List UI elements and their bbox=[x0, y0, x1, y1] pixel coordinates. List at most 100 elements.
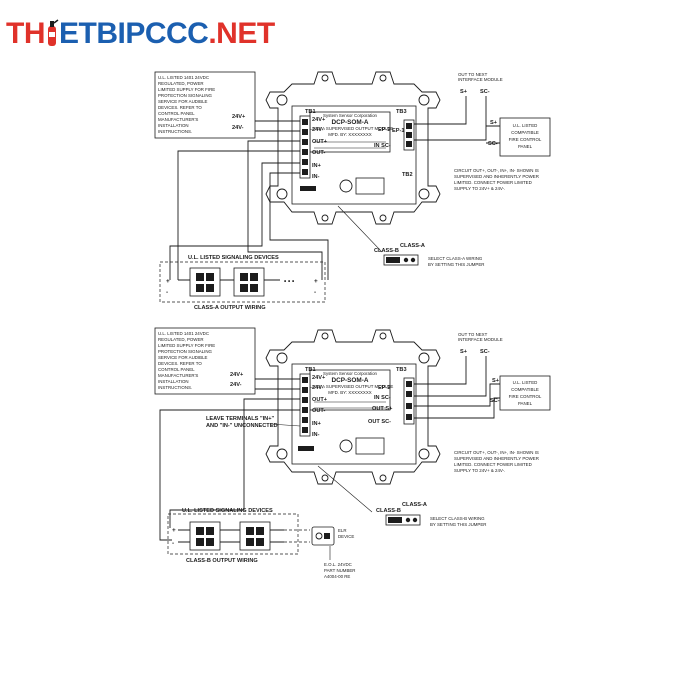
svg-text:LIMITED. CONNECT POWER LIMITED: LIMITED. CONNECT POWER LIMITED bbox=[454, 180, 532, 185]
top-module-title-line: MFD. BY: XXXXXXXX bbox=[328, 132, 372, 137]
bottom-mount-hole-5 bbox=[321, 332, 329, 340]
bottom-term-24v-minus: 24V- bbox=[312, 385, 324, 391]
bottom-jumper-block bbox=[385, 514, 421, 526]
top-circuit-note: CIRCUIT OUT+, OUT-, IN+, IN- SHOWN IS SU… bbox=[454, 168, 539, 191]
svg-text:FIRE CONTROL: FIRE CONTROL bbox=[509, 137, 542, 142]
bottom-left-terminal-strip bbox=[299, 373, 311, 437]
bottom-interface-wires bbox=[414, 356, 487, 397]
bottom-jumper-leader bbox=[317, 465, 373, 513]
bottom-mount-hole-4 bbox=[418, 448, 430, 460]
bottom-term-in-sc: IN SC- bbox=[374, 395, 391, 401]
bottom-fire-panel-box bbox=[499, 375, 551, 411]
top-mount-hole-6 bbox=[379, 74, 387, 82]
top-interface-wires bbox=[414, 96, 487, 141]
top-panel-sc-minus: SC- bbox=[488, 141, 498, 147]
top-mount-hole-8 bbox=[379, 214, 387, 222]
top-left-terminal-strip bbox=[299, 115, 311, 179]
bottom-s-plus-label: S+ bbox=[460, 349, 468, 355]
svg-text:PROTECTION SIGNALING: PROTECTION SIGNALING bbox=[158, 93, 212, 98]
top-jumper-leader bbox=[337, 205, 383, 253]
svg-text:CIRCUIT OUT+, OUT-, IN+, IN- S: CIRCUIT OUT+, OUT-, IN+, IN- SHOWN IS bbox=[454, 168, 539, 173]
logo-text-main: ETBIPCCC bbox=[59, 17, 209, 50]
top-signaling-device-2 bbox=[233, 267, 265, 297]
top-plus-sign-2: + bbox=[314, 278, 318, 285]
bottom-eol-box-label: ELR bbox=[338, 528, 347, 533]
bottom-jumper-note: SELECT CLASS-B WIRING bbox=[430, 516, 485, 521]
bottom-module-label-area bbox=[309, 369, 391, 411]
top-plus-sign: + bbox=[166, 278, 170, 285]
bottom-minus-sign: - bbox=[172, 540, 174, 547]
bottom-term-out-s-plus: OUT S+ bbox=[372, 406, 393, 412]
svg-text:MANUFACTURER'S: MANUFACTURER'S bbox=[158, 373, 198, 378]
bottom-device-links bbox=[178, 529, 284, 543]
logo-text-tld: .NET bbox=[208, 17, 275, 50]
svg-text:LIMITED SUPPLY FOR FIRE: LIMITED SUPPLY FOR FIRE bbox=[158, 343, 215, 348]
top-mount-hole-3 bbox=[276, 188, 288, 200]
bottom-panel-s-plus: S+ bbox=[492, 378, 500, 384]
bottom-sc-minus-label: SC- bbox=[480, 349, 490, 355]
top-mount-hole-7 bbox=[321, 214, 329, 222]
svg-text:LIMITED SUPPLY FOR FIRE: LIMITED SUPPLY FOR FIRE bbox=[158, 87, 215, 92]
bottom-term-out-plus: OUT+ bbox=[312, 397, 328, 403]
bottom-leave-arrow bbox=[269, 423, 301, 427]
top-24v-plus-label: 24V+ bbox=[232, 114, 246, 120]
svg-text:U.L. LISTED 1401 24VDC: U.L. LISTED 1401 24VDC bbox=[158, 331, 209, 336]
svg-text:SUPPLY TO 24V+ & 24V-.: SUPPLY TO 24V+ & 24V-. bbox=[454, 186, 505, 191]
top-wire-in-plus bbox=[169, 162, 300, 280]
svg-text:SUPPLY TO 24V+ & 24V-.: SUPPLY TO 24V+ & 24V-. bbox=[454, 468, 505, 473]
svg-text:PANEL: PANEL bbox=[518, 144, 533, 149]
bottom-interface-label: OUT TO NEXT bbox=[458, 332, 488, 337]
top-minus-sign: - bbox=[166, 289, 168, 296]
top-panel-wires bbox=[486, 125, 500, 144]
svg-text:CONTROL PANEL: CONTROL PANEL bbox=[158, 367, 195, 372]
bottom-signaling-device-2 bbox=[239, 521, 271, 551]
top-term-24v-plus: 24V+ bbox=[312, 117, 326, 123]
bottom-module-title-line: MFD. BY: XXXXXXXX bbox=[328, 390, 372, 395]
bottom-ul-label bbox=[355, 437, 385, 455]
svg-text:REGULATED, POWER: REGULATED, POWER bbox=[158, 81, 204, 86]
svg-text:DEVICES. REFER TO: DEVICES. REFER TO bbox=[158, 361, 202, 366]
svg-text:U.L. LISTED: U.L. LISTED bbox=[513, 123, 538, 128]
top-right-screws bbox=[406, 123, 412, 147]
top-class-a-label: CLASS-A bbox=[400, 243, 425, 249]
svg-text:REGULATED, POWER: REGULATED, POWER bbox=[158, 337, 204, 342]
site-logo: TH ETBIPCCC.NET bbox=[6, 14, 275, 54]
bottom-fire-panel-label: U.L. LISTED COMPATIBLE FIRE CONTROL PANE… bbox=[509, 380, 542, 406]
top-class-b-label: CLASS-B bbox=[374, 248, 399, 254]
svg-text:MANUFACTURER'S: MANUFACTURER'S bbox=[158, 117, 198, 122]
svg-text:U.L. LISTED: U.L. LISTED bbox=[513, 380, 538, 385]
top-wire-out-plus bbox=[247, 140, 323, 280]
top-mounting-plate bbox=[265, 71, 441, 225]
top-ul-mark-icon bbox=[339, 179, 353, 193]
top-diagram: System Sensor Corporation DCP-SOM-A CLAS… bbox=[154, 71, 551, 311]
top-devices-box bbox=[159, 261, 326, 303]
top-devices-label: U.L. LISTED SIGNALING DEVICES bbox=[188, 255, 279, 261]
bottom-term-in-minus: IN- bbox=[312, 432, 320, 438]
bottom-left-screws bbox=[302, 377, 308, 433]
bottom-devices-box bbox=[167, 513, 299, 555]
bottom-mount-hole-1 bbox=[276, 352, 288, 364]
bottom-diagram: System Sensor Corporation DCP-SOM-A CLAS… bbox=[154, 327, 551, 579]
bottom-interface-label: INTERFACE MODULE bbox=[458, 337, 503, 342]
logo-text-th: TH bbox=[6, 17, 46, 50]
top-module-title-line: System Sensor Corporation bbox=[323, 113, 377, 118]
top-tb3-label: TB3 bbox=[396, 109, 407, 115]
top-term-in-sc: IN SC- bbox=[374, 143, 391, 149]
top-term-ep1: EP-1 bbox=[392, 128, 404, 134]
top-signaling-device-1 bbox=[189, 267, 221, 297]
bottom-tb3-label: TB3 bbox=[396, 367, 407, 373]
top-term-out-minus: OUT- bbox=[312, 150, 325, 156]
svg-text:SERVICE FOR AUDIBLE: SERVICE FOR AUDIBLE bbox=[158, 99, 208, 104]
top-wiring-label: CLASS-A OUTPUT WIRING bbox=[194, 305, 266, 311]
top-mount-hole-4 bbox=[418, 188, 430, 200]
svg-text:FIRE CONTROL: FIRE CONTROL bbox=[509, 394, 542, 399]
bottom-wire-out-plus bbox=[169, 398, 300, 528]
bottom-term-in-plus: IN+ bbox=[312, 421, 322, 427]
top-module-model: DCP-SOM-A bbox=[332, 119, 369, 126]
svg-text:U.L. LISTED 1401 24VDC: U.L. LISTED 1401 24VDC bbox=[158, 75, 209, 80]
bottom-mount-hole-2 bbox=[418, 352, 430, 364]
bottom-term-out-minus: OUT- bbox=[312, 408, 325, 414]
bottom-wiring-label: CLASS-B OUTPUT WIRING bbox=[186, 558, 258, 564]
top-module-jumper-pins bbox=[300, 186, 316, 191]
top-term-in-minus: IN- bbox=[312, 174, 320, 180]
